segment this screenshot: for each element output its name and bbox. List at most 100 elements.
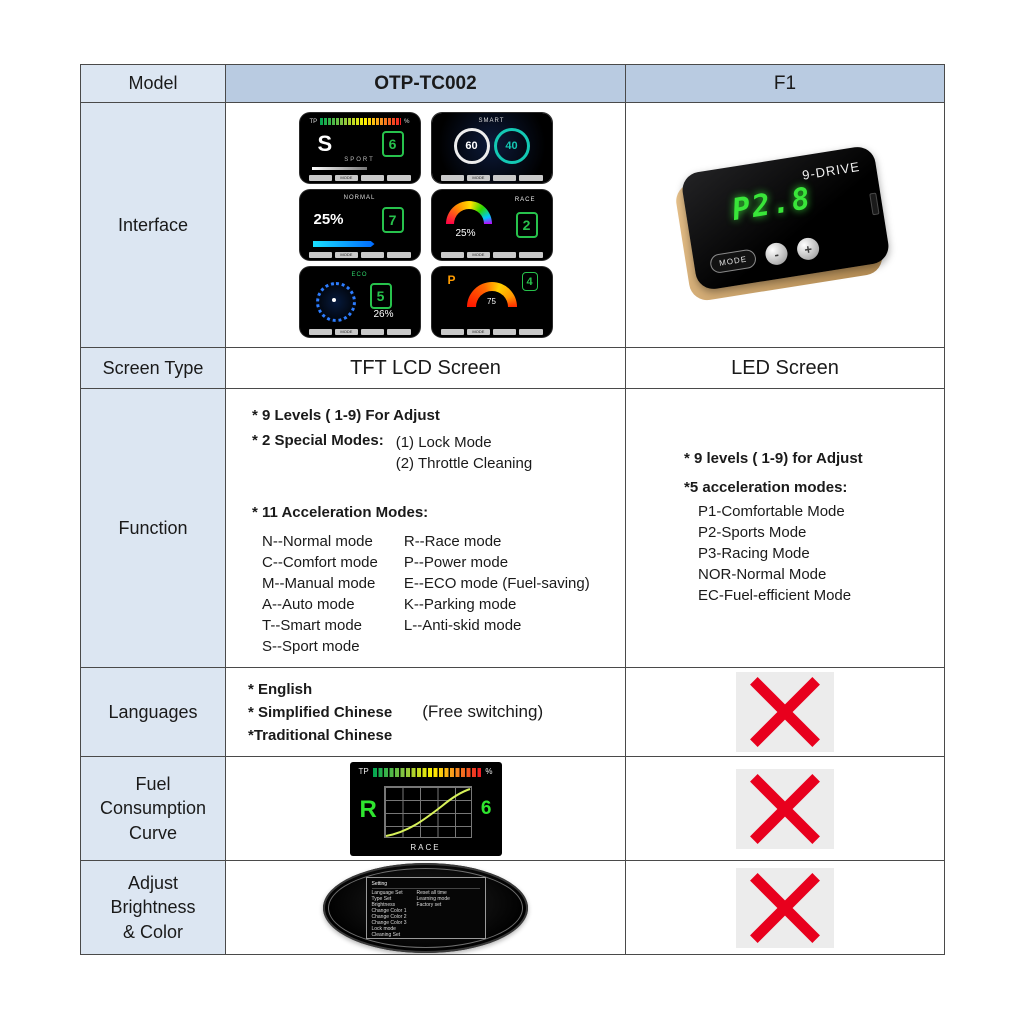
not-available-x-icon (736, 672, 834, 752)
mode-item: K--Parking mode (403, 596, 517, 613)
row-label-adjust: Adjust Brightness & Color (81, 861, 226, 955)
gauge-value: 75 (487, 297, 496, 306)
mode-item: P--Power mode (403, 554, 509, 571)
mode-item: N--Normal mode (262, 533, 373, 550)
settings-menu-item: Factory set (416, 901, 442, 908)
settings-menu-item: Brightness (371, 901, 396, 908)
screen-button-icon (519, 329, 543, 335)
row-label-interface: Interface (81, 103, 226, 348)
mode-item: EC-Fuel-efficient Mode (698, 587, 852, 604)
function-levels: * 9 levels ( 1-9) for Adjust (684, 450, 863, 467)
mode-name: ECO (351, 272, 368, 278)
f1-mode-button: MODE (708, 247, 757, 274)
screen-button-icon (387, 329, 411, 335)
screen-button-icon (308, 175, 332, 181)
f1-led-display: P2.8 (728, 180, 814, 229)
tp-gradient-bar-icon (372, 767, 482, 777)
mode-name: RACE (514, 197, 536, 203)
screen-button-icon (440, 252, 464, 258)
mode-item: C--Comfort mode (262, 554, 378, 571)
fuel-curve-screen: TP % R 6 RACE (349, 761, 502, 856)
screen-button-icon (440, 175, 464, 181)
not-available-x-icon (736, 867, 834, 948)
screen-button-icon (387, 175, 411, 181)
screen-button-icon (493, 329, 517, 335)
tp-label: TP (309, 118, 318, 125)
languages-f1-cell (626, 668, 945, 757)
settings-menu-item: Reset all time (416, 889, 447, 896)
language-item: * English (248, 680, 313, 698)
settings-title: Setting (371, 881, 480, 889)
tp-gradient-bar-icon (320, 118, 402, 125)
function-special-modes: * 2 Special Modes: (1) Lock Mode (2) Thr… (252, 432, 617, 474)
progress-bar-icon (311, 167, 367, 170)
screen-button-icon (519, 175, 543, 181)
throttle-percent: 26% (373, 309, 394, 320)
right-gauge: 40 (493, 128, 530, 164)
product2-header-cell: F1 (626, 65, 945, 103)
level-badge: 4 (521, 272, 538, 291)
language-item: *Traditional Chinese (248, 726, 393, 744)
dial-gauge-icon (315, 282, 356, 322)
f1-minus-button: - (763, 241, 789, 267)
level-badge: 7 (381, 207, 404, 233)
mode-item: NOR-Normal Mode (698, 566, 827, 583)
language-item: * Simplified Chinese (248, 703, 393, 721)
mode-button: MODE (334, 329, 358, 335)
screen-button-icon (308, 329, 332, 335)
tp-label: TP (358, 767, 369, 776)
accel-modes-title: *5 acceleration modes: (684, 479, 848, 496)
level-badge: 6 (381, 131, 404, 157)
settings-menu-item: Cleaning Set (371, 931, 401, 938)
screen-button-icon (519, 252, 543, 258)
screen-type-otp: TFT LCD Screen (226, 348, 626, 389)
mode-button: MODE (466, 175, 490, 181)
function-levels: * 9 Levels ( 1-9) For Adjust (252, 407, 440, 424)
adjust-otp-cell: Setting Language Set Type Set Brightness… (226, 861, 626, 955)
screen-button-icon (493, 252, 517, 258)
settings-menu-item: Lock mode (371, 925, 396, 932)
percent-label: % (485, 767, 493, 776)
adjust-f1-cell (626, 861, 945, 955)
mode-button: MODE (466, 252, 490, 258)
f1-throttle-controller: 9-DRIVE P2.8 MODE - + (673, 144, 891, 303)
screen-button-icon (361, 329, 385, 335)
row-label-screen-type: Screen Type (81, 348, 226, 389)
row-label-languages: Languages (81, 668, 226, 757)
interface-otp-cell: TP % S SPORT 6 MODE SMART 60 40 MODE (226, 103, 626, 348)
settings-menu-item: Change Color 1 (371, 907, 407, 914)
percent-label: % (404, 118, 410, 125)
screen-button-icon (361, 175, 385, 181)
settings-menu-screen: Setting Language Set Type Set Brightness… (365, 876, 486, 939)
settings-menu-item: Change Color 2 (371, 913, 407, 920)
mode-item: M--Manual mode (262, 575, 376, 592)
display-screen-power: P 4 75 MODE (431, 267, 552, 337)
otp-display-screens: TP % S SPORT 6 MODE SMART 60 40 MODE (299, 113, 552, 337)
row-label-function: Function (81, 389, 226, 668)
mode-button: MODE (466, 329, 490, 335)
accel-modes-title: * 11 Acceleration Modes: (252, 504, 429, 521)
mode-name: SMART (478, 118, 505, 124)
screen-buttons: MODE (308, 252, 411, 258)
screen-buttons: MODE (308, 329, 411, 335)
display-screen-sport: TP % S SPORT 6 MODE (299, 113, 420, 183)
fuel-curve-f1-cell (626, 757, 945, 861)
comparison-table: Model OTP-TC002 F1 Interface TP % S SPOR… (80, 64, 945, 955)
fuel-curve-icon (384, 786, 472, 838)
mode-item: P2-Sports Mode (698, 524, 807, 541)
special-mode-item: (1) Lock Mode (395, 434, 492, 451)
screen-button-icon (308, 252, 332, 258)
accel-modes-list: P1-Comfortable Mode P2-Sports Mode P3-Ra… (684, 501, 944, 606)
mode-name: RACE (410, 842, 441, 852)
fuel-curve-otp-cell: TP % R 6 RACE (226, 757, 626, 861)
mode-item: L--Anti-skid mode (403, 617, 522, 634)
display-screen-smart: SMART 60 40 MODE (431, 113, 552, 183)
settings-menu-item: Type Set (371, 895, 392, 902)
mode-item: E--ECO mode (Fuel-saving) (403, 575, 590, 592)
function-f1-cell: * 9 levels ( 1-9) for Adjust *5 accelera… (626, 389, 945, 668)
display-screen-normal: NORMAL 25% 7 MODE (299, 190, 420, 260)
interface-f1-cell: 9-DRIVE P2.8 MODE - + (626, 103, 945, 348)
mode-item: S--Sport mode (262, 638, 360, 655)
display-screen-race: RACE 25% 2 MODE (431, 190, 552, 260)
screen-button-icon (440, 329, 464, 335)
